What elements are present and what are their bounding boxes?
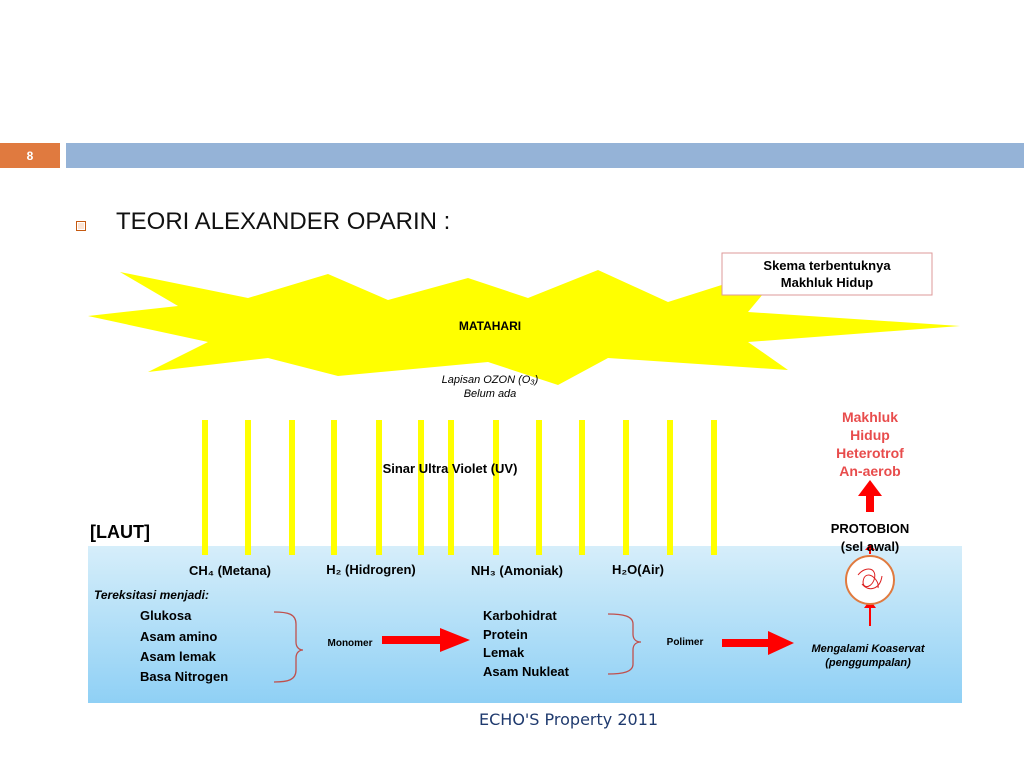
coacervate-line-1: Mengalami Koaservat: [811, 643, 925, 655]
scheme-line-1: Skema terbentuknya: [763, 258, 891, 273]
scheme-line-2: Makhluk Hidup: [781, 275, 874, 290]
header-bar: [66, 143, 1024, 168]
arrow-monomer-icon: [382, 628, 470, 652]
arrow-up-protobion-icon: [865, 544, 875, 554]
polymer-item: Asam Nukleat: [483, 664, 570, 679]
bullet-square-icon: [76, 221, 86, 231]
gas-ammonia: NH₃ (Amoniak): [471, 563, 563, 578]
protobion-squiggle: [857, 568, 883, 590]
slide-number: 8: [0, 143, 60, 168]
sea-label: [LAUT]: [90, 522, 150, 542]
ozone-line-1: Lapisan OZON (O₃): [442, 374, 539, 386]
gas-hydrogen: H₂ (Hidrogren): [326, 562, 416, 577]
sea-area: [88, 546, 962, 703]
bracket-polymer: [607, 613, 642, 675]
oparin-diagram: Skema terbentuknya Makhluk Hidup MATAHAR…: [88, 252, 962, 703]
gas-methane: CH₄ (Metana): [189, 563, 271, 578]
polymer-item: Karbohidrat: [483, 608, 557, 623]
polymer-item: Lemak: [483, 645, 525, 660]
excited-item: Asam amino: [140, 629, 217, 644]
arrow-up-organism-icon: [858, 480, 882, 512]
organism-line-4: An-aerob: [839, 463, 900, 479]
uv-label: Sinar Ultra Violet (UV): [383, 461, 518, 476]
sun-label: MATAHARI: [459, 319, 521, 333]
protobion-label: PROTOBION: [831, 521, 910, 536]
slide-title: TEORI ALEXANDER OPARIN :: [116, 208, 451, 235]
excited-item: Basa Nitrogen: [140, 669, 228, 684]
scheme-box: [721, 252, 933, 296]
organism-line-3: Heterotrof: [836, 445, 904, 461]
gas-water: H₂O(Air): [612, 562, 664, 577]
organism-line-1: Makhluk: [842, 409, 898, 425]
footer-text: ECHO'S Property 2011: [479, 710, 659, 729]
excited-heading: Tereksitasi menjadi:: [94, 588, 209, 602]
uv-rays: [202, 420, 717, 555]
monomer-label: Monomer: [328, 638, 373, 649]
organism-line-2: Hidup: [850, 427, 890, 443]
arrow-polimer-icon: [722, 631, 794, 655]
protobion-circle-icon: [845, 555, 895, 605]
excited-item: Glukosa: [140, 608, 192, 623]
polimer-label: Polimer: [667, 637, 704, 648]
bracket-excited: [273, 611, 304, 683]
protobion-sublabel: (sel awal): [841, 539, 900, 554]
excited-item: Asam lemak: [140, 649, 217, 664]
ozone-line-2: Belum ada: [464, 388, 517, 400]
polymer-item: Protein: [483, 627, 528, 642]
coacervate-line-2: (penggumpalan): [825, 657, 911, 669]
